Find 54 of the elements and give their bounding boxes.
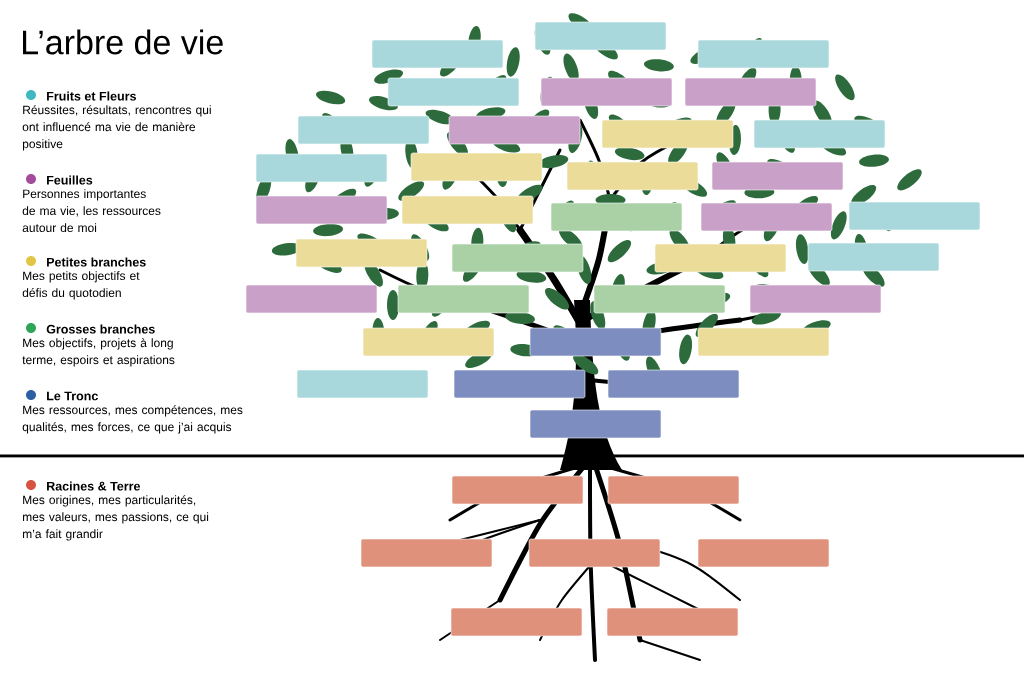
empty-box [700,202,833,232]
empty-box [697,327,830,357]
empty-box [387,77,520,107]
legend-heading: Le Tronc [47,391,98,401]
empty-box [528,538,661,568]
empty-box [601,119,734,149]
empty-box [451,475,584,505]
legend-heading: Racines & Terre [47,481,141,491]
legend-description: Mes origines, mes particularités, mes valeurs, mes passions, ce qui m’a fait grandir [23,495,209,541]
empty-box [593,284,726,314]
empty-box [749,284,882,314]
legend-description: Mes ressources, mes compétences, mes qualités, mes forces, ce que j’ai acquis [22,405,243,434]
empty-box [450,607,583,637]
empty-box [371,39,504,69]
empty-box [448,115,581,145]
legend-description: Mes petits objectifs et défis du quotodien [22,271,140,300]
legend-description: Personnes importantes de ma vie, les ressources autour de moi [22,189,161,232]
empty-box [296,369,429,399]
empty-box [534,21,667,51]
empty-box [540,77,673,107]
empty-box [362,327,495,357]
empty-box [360,538,493,568]
empty-box [607,369,740,399]
empty-box [848,201,981,231]
empty-box [401,195,534,225]
empty-box [697,39,830,69]
empty-box [295,238,428,268]
legend-description: Mes objectifs, projets à long terme, espoirs et aspirations [22,338,175,367]
empty-box [711,161,844,191]
empty-box [607,475,740,505]
empty-box [453,369,586,399]
legend-heading: Feuilles [47,175,93,185]
empty-box [753,119,886,149]
empty-box [529,327,662,357]
legend-heading: Grosses branches [46,324,155,334]
empty-box [684,77,817,107]
empty-box [255,195,388,225]
empty-box [245,284,378,314]
empty-box [529,409,662,439]
empty-box [451,243,584,273]
title: L’arbre de vie [23,29,223,55]
empty-box [397,284,530,314]
empty-box [654,243,787,273]
legend-description: Réussites, résultats, rencontres qui ont influencé ma vie de manière positive [22,105,211,151]
empty-box [255,153,388,183]
legend-heading: Petites branches [47,257,146,267]
empty-box [566,161,699,191]
empty-box [697,538,830,568]
empty-box [606,607,739,637]
empty-box [297,115,430,145]
legend-heading: Fruits et Fleurs [47,91,136,101]
empty-box [410,152,543,182]
empty-box [550,202,683,232]
empty-box [807,242,940,272]
